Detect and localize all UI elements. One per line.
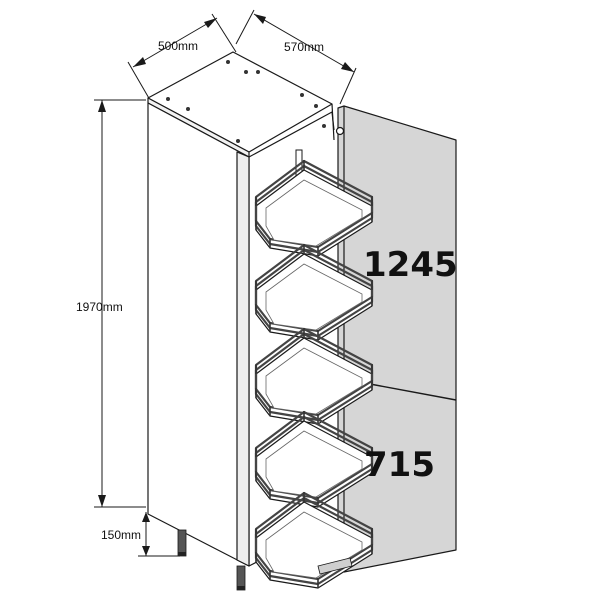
- top-panel-holes: [166, 60, 326, 143]
- swing-tray: [254, 159, 374, 257]
- cabinet-carcass: [147, 51, 339, 567]
- tray-floor: [265, 347, 363, 415]
- depth-label: 500mm: [158, 39, 198, 53]
- tray-floor: [265, 430, 363, 498]
- swing-tray: [254, 410, 374, 508]
- top-hole: [236, 139, 240, 143]
- hinge-hole: [335, 126, 345, 136]
- tray-rail: [254, 159, 374, 249]
- top-hole: [166, 97, 170, 101]
- top-hole: [314, 104, 318, 108]
- depth-ext-left: [127, 61, 151, 101]
- top-hole: [244, 70, 248, 74]
- cabinet-legs: [177, 529, 246, 591]
- swing-tray: [254, 327, 374, 425]
- cabinet-back-corner: [331, 103, 335, 141]
- width-ext-left: [235, 9, 255, 45]
- tray-rail: [254, 410, 374, 500]
- door-split-line: [369, 383, 457, 401]
- width-label: 570mm: [284, 40, 324, 54]
- door-label-lower: 715: [364, 445, 435, 485]
- tray-rail: [254, 327, 374, 417]
- leg-foot: [178, 552, 186, 556]
- swing-tray: [254, 243, 374, 341]
- cabinet-door: [335, 105, 457, 573]
- cabinet-side-panel: [147, 102, 250, 567]
- plinth-label: 150mm: [101, 528, 141, 542]
- tray-rail: [254, 332, 374, 422]
- door-label-upper: 1245: [363, 245, 458, 285]
- tray-floor: [265, 179, 363, 247]
- top-hole: [322, 124, 326, 128]
- swing-trays: [254, 159, 374, 589]
- top-hole: [186, 107, 190, 111]
- leg-foot: [237, 586, 245, 590]
- width-dim-line: [253, 13, 355, 73]
- top-hole: [256, 70, 260, 74]
- top-hole: [226, 60, 230, 64]
- tray-rail: [254, 243, 374, 333]
- tray-rail: [254, 415, 374, 505]
- floor-plate: [317, 557, 353, 575]
- dimension-arrows: [98, 14, 354, 556]
- height-label: 1970mm: [76, 300, 123, 314]
- width-ext-right: [339, 67, 357, 105]
- tray-floor: [265, 263, 363, 331]
- depth-dim-line: [132, 17, 218, 68]
- depth-ext-right: [211, 13, 237, 53]
- cabinet-front-edge: [236, 151, 250, 567]
- dimension-lines: [94, 9, 357, 557]
- door-panel: [337, 105, 457, 573]
- tray-rail: [254, 164, 374, 254]
- tray-rail: [254, 248, 374, 338]
- top-hole: [300, 93, 304, 97]
